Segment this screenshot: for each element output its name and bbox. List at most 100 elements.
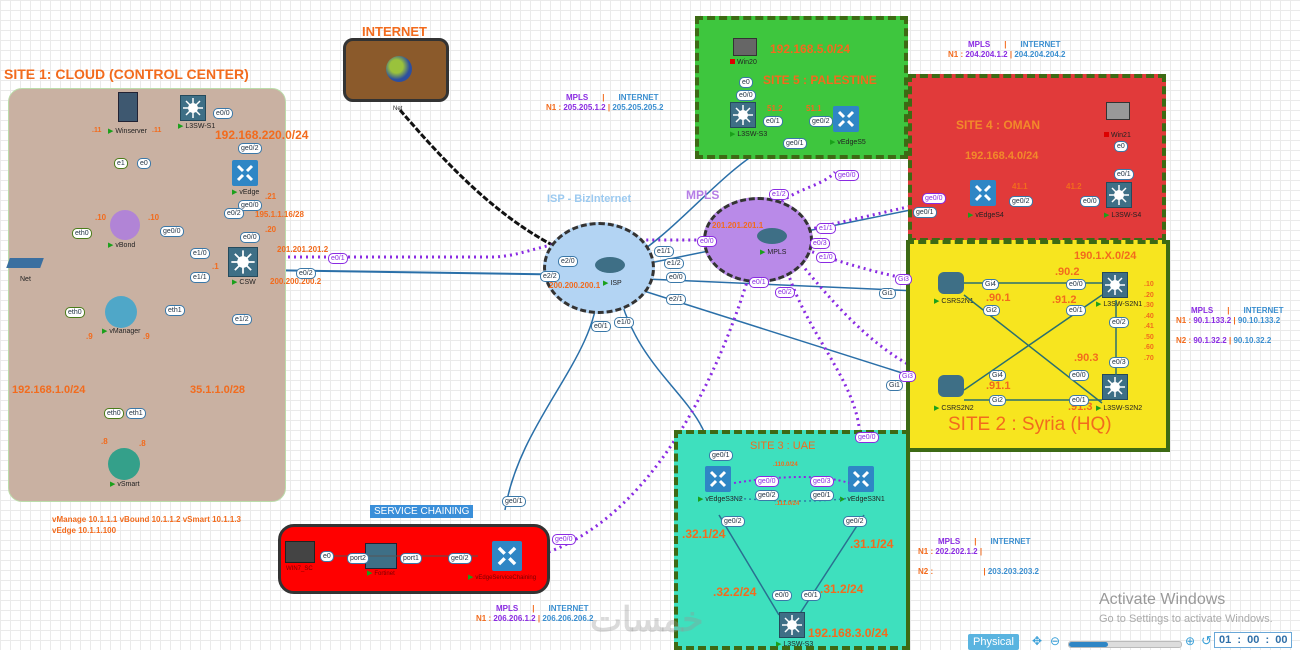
port-badge[interactable]: e0/1 — [749, 277, 769, 288]
port-badge[interactable]: e1/0 — [190, 248, 210, 259]
port-badge[interactable]: e0 — [1114, 141, 1128, 152]
l3sw-s4-icon[interactable] — [1106, 182, 1132, 208]
net-cloud-icon[interactable] — [6, 258, 44, 268]
zoom-out-icon[interactable]: ⊖ — [1050, 634, 1061, 648]
port-badge[interactable]: ge0/0 — [160, 226, 184, 237]
port-badge[interactable]: Gi3 — [899, 371, 916, 382]
pc-win7-icon[interactable] — [285, 541, 315, 563]
port-badge[interactable]: ge0/1 — [913, 207, 937, 218]
port-badge[interactable]: ge0/0 — [552, 534, 576, 545]
isp-router-icon[interactable] — [595, 257, 625, 273]
port-badge[interactable]: ge0/1 — [810, 490, 834, 501]
port-badge[interactable]: eth1 — [165, 305, 185, 316]
port-badge[interactable]: e0/1 — [591, 321, 611, 332]
pc-win21-icon[interactable] — [1106, 102, 1130, 120]
port-badge[interactable]: e0/2 — [775, 287, 795, 298]
port-badge[interactable]: e2/0 — [558, 256, 578, 267]
port-badge[interactable]: e1/2 — [769, 189, 789, 200]
port-badge[interactable]: e1/0 — [614, 317, 634, 328]
port-badge[interactable]: Gi2 — [989, 395, 1006, 406]
port-badge[interactable]: ge0/2 — [809, 116, 833, 127]
port-badge[interactable]: e0/0 — [213, 108, 233, 119]
port-badge[interactable]: e0 — [320, 551, 334, 562]
physical-view-button[interactable]: Physical — [968, 634, 1019, 650]
port-badge[interactable]: ge0/2 — [843, 516, 867, 527]
l3sw-s3-icon[interactable] — [730, 102, 756, 128]
port-badge[interactable]: ge0/1 — [502, 496, 526, 507]
port-badge[interactable]: e1/2 — [664, 258, 684, 269]
vbond-icon[interactable] — [110, 210, 140, 240]
port-badge[interactable]: ge0/2 — [238, 143, 262, 154]
port-badge[interactable]: ge0/0 — [755, 476, 779, 487]
vedge-s4-icon[interactable] — [970, 180, 996, 206]
port-badge[interactable]: e0/2 — [1109, 317, 1129, 328]
l3sw-s2n1-icon[interactable] — [1102, 272, 1128, 298]
port-badge[interactable]: e0/0 — [772, 590, 792, 601]
port-badge[interactable]: e0/3 — [1109, 357, 1129, 368]
csr-s2n1-icon[interactable] — [938, 272, 964, 294]
port-badge[interactable]: Gi4 — [989, 370, 1006, 381]
zoom-slider[interactable] — [1068, 641, 1182, 648]
port-badge[interactable]: eth1 — [126, 408, 146, 419]
port-badge[interactable]: e1/1 — [190, 272, 210, 283]
port-badge[interactable]: e0 — [137, 158, 151, 169]
port-badge[interactable]: e0/1 — [1066, 305, 1086, 316]
port-badge[interactable]: eth0 — [72, 228, 92, 239]
port-badge[interactable]: ge0/3 — [810, 476, 834, 487]
port-badge[interactable]: e0/1 — [801, 590, 821, 601]
port-badge[interactable]: ge0/2 — [721, 516, 745, 527]
port-badge[interactable]: e0/0 — [666, 272, 686, 283]
vedge-s3n1-icon[interactable] — [848, 466, 874, 492]
port-badge[interactable]: e0/0 — [240, 232, 260, 243]
port-badge[interactable]: e1 — [114, 158, 128, 169]
zoom-in-icon[interactable]: ⊕ — [1185, 634, 1196, 648]
port-badge[interactable]: ge0/2 — [755, 490, 779, 501]
port-badge[interactable]: Gi2 — [983, 305, 1000, 316]
port-badge[interactable]: e0/0 — [736, 90, 756, 101]
port-badge[interactable]: port1 — [400, 553, 422, 564]
port-badge[interactable]: e1/1 — [654, 246, 674, 257]
pc-win20-icon[interactable] — [733, 38, 757, 56]
port-badge[interactable]: e0/0 — [1080, 196, 1100, 207]
port-badge[interactable]: ge0/1 — [709, 450, 733, 461]
port-badge[interactable]: ge0/0 — [238, 200, 262, 211]
fit-view-icon[interactable]: ✥ — [1032, 634, 1043, 648]
port-badge[interactable]: e0/2 — [224, 208, 244, 219]
port-badge[interactable]: eth0 — [65, 307, 85, 318]
port-badge[interactable]: e1/2 — [232, 314, 252, 325]
port-badge[interactable]: e0/0 — [1066, 279, 1086, 290]
csw-icon[interactable] — [228, 247, 258, 277]
vedge-s3n2-icon[interactable] — [705, 466, 731, 492]
port-badge[interactable]: e0/2 — [296, 268, 316, 279]
port-badge[interactable]: eth0 — [104, 408, 124, 419]
port-badge[interactable]: ge0/2 — [448, 553, 472, 564]
port-badge[interactable]: e0/1 — [763, 116, 783, 127]
csr-s2n2-icon[interactable] — [938, 375, 964, 397]
vedge-icon[interactable] — [232, 160, 258, 186]
vedge-sc-icon[interactable] — [492, 541, 522, 571]
port-badge[interactable]: Gi1 — [879, 288, 896, 299]
vsmart-icon[interactable] — [108, 448, 140, 480]
port-badge[interactable]: e0/1 — [1114, 169, 1134, 180]
port-badge[interactable]: Gi3 — [895, 274, 912, 285]
port-badge[interactable]: e0/0 — [697, 236, 717, 247]
port-badge[interactable]: ge0/0 — [835, 170, 859, 181]
l3sw-s3-uae-icon[interactable] — [779, 612, 805, 638]
port-badge[interactable]: e0/0 — [1069, 370, 1089, 381]
vedge-s5-icon[interactable] — [833, 106, 859, 132]
port-badge[interactable]: Gi4 — [982, 279, 999, 290]
port-badge[interactable]: Gi1 — [886, 380, 903, 391]
l3sw-s1-icon[interactable] — [180, 95, 206, 121]
mpls-router-icon[interactable] — [757, 228, 787, 244]
l3sw-s2n2-icon[interactable] — [1102, 374, 1128, 400]
port-badge[interactable]: e0/3 — [810, 238, 830, 249]
port-badge[interactable]: e1/0 — [816, 252, 836, 263]
winserver-icon[interactable] — [118, 92, 138, 122]
port-badge[interactable]: ge0/2 — [1009, 196, 1033, 207]
port-badge[interactable]: ge0/0 — [922, 193, 946, 204]
port-badge[interactable]: ge0/1 — [783, 138, 807, 149]
internet-cloud[interactable] — [343, 38, 449, 102]
port-badge[interactable]: e0 — [739, 77, 753, 88]
port-badge[interactable]: e2/1 — [666, 294, 686, 305]
port-badge[interactable]: port2 — [347, 553, 369, 564]
